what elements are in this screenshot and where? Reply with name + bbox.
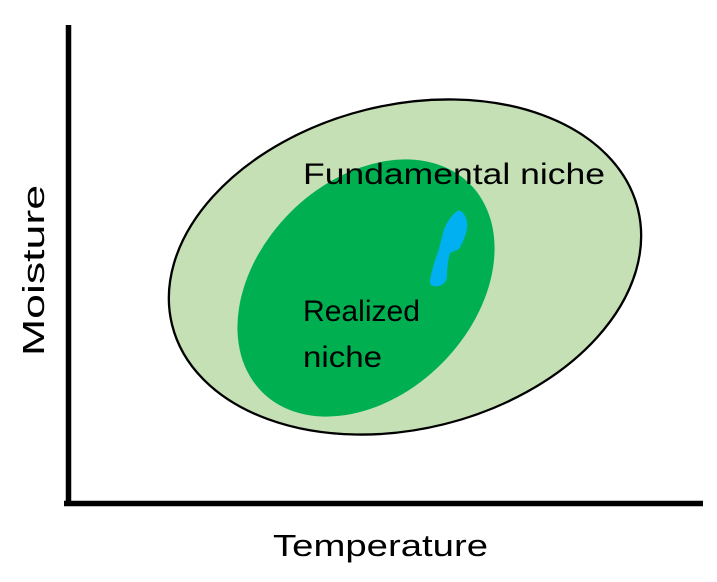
x-axis-label: Temperature	[273, 528, 488, 563]
blue-highlight-shape	[429, 210, 468, 287]
realized-niche-label-line1: Realized	[303, 295, 420, 328]
realized-niche-ellipse	[237, 159, 495, 417]
fundamental-niche-label: Fundamental niche	[303, 158, 605, 191]
y-axis-label: Moisture	[16, 185, 51, 356]
realized-niche-label-line2: niche	[303, 341, 382, 374]
